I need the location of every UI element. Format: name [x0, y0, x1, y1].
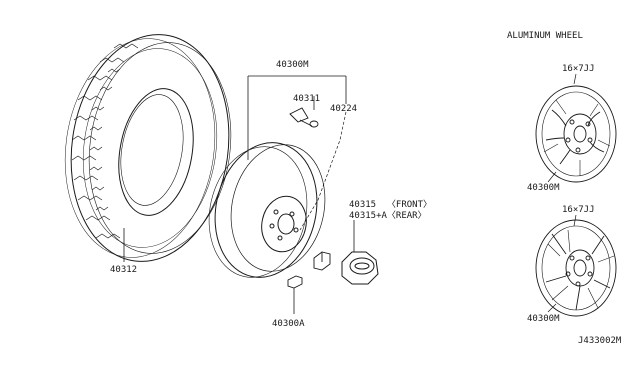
- nut-leader-line: [299, 111, 347, 231]
- balance-weight-illustration: [287, 275, 303, 289]
- steel-wheel-illustration: [208, 142, 326, 278]
- wheel-nut-illustration: [313, 251, 331, 271]
- cap-rear-part-number: 40315+A〈REAR〉: [349, 210, 427, 221]
- aluminum-wheel-bottom-illustration: [535, 219, 617, 317]
- weight-part-number: 40300A: [272, 319, 305, 329]
- wheel-assembly-part-number: 40300M: [276, 60, 309, 70]
- size-bottom-leader: [573, 214, 577, 227]
- valve-stem-illustration: [289, 107, 319, 128]
- wheel-assembly-bracket: [247, 75, 347, 160]
- aluminum-wheel-top-leader: [547, 171, 557, 183]
- aluminum-wheel-top-part-number: 40300M: [527, 183, 560, 193]
- size-top-leader: [573, 73, 577, 85]
- center-cap-illustration: [341, 251, 379, 285]
- aluminum-wheel-bottom-part-number: 40300M: [527, 314, 560, 324]
- aluminum-wheel-bottom-leader: [547, 303, 557, 313]
- aluminum-wheel-title: ALUMINUM WHEEL: [507, 31, 583, 41]
- aluminum-wheel-size-top: 16×7JJ: [562, 64, 595, 74]
- cap-front-part-number: 40315 〈FRONT〉: [349, 199, 432, 210]
- aluminum-wheel-top-illustration: [535, 85, 617, 183]
- tire-part-number: 40312: [110, 265, 137, 275]
- aluminum-wheel-size-bottom: 16×7JJ: [562, 205, 595, 215]
- nut-part-number: 40224: [330, 104, 357, 114]
- tire-illustration: [64, 34, 232, 262]
- drawing-code: J433002M: [578, 336, 622, 346]
- valve-part-number: 40311: [293, 94, 320, 104]
